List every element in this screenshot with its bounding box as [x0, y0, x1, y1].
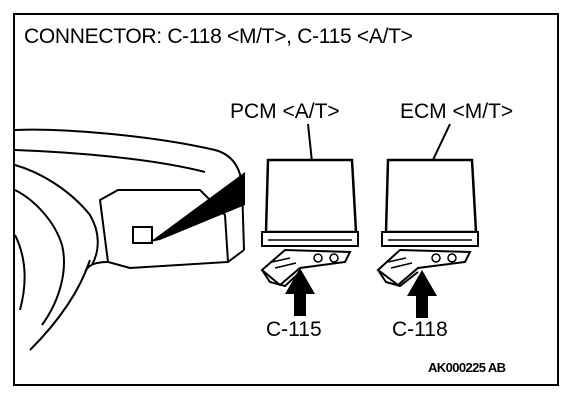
c118-arrow [407, 270, 437, 318]
pcm-label: PCM <A/T> [230, 100, 340, 123]
c115-arrow [285, 268, 315, 316]
figure-title: CONNECTOR: C-118 <M/T>, C-115 <A/T> [24, 25, 413, 48]
figure-frame [13, 13, 559, 386]
pcm-module [260, 123, 359, 288]
dashboard-drawing [14, 128, 245, 351]
ecm-module [376, 123, 479, 288]
figure-code: AK000225 AB [428, 360, 506, 375]
c115-label: C-115 [266, 318, 322, 341]
ecm-label: ECM <M/T> [400, 100, 514, 123]
connector-location-box [132, 172, 245, 244]
c118-label: C-118 [392, 318, 448, 341]
